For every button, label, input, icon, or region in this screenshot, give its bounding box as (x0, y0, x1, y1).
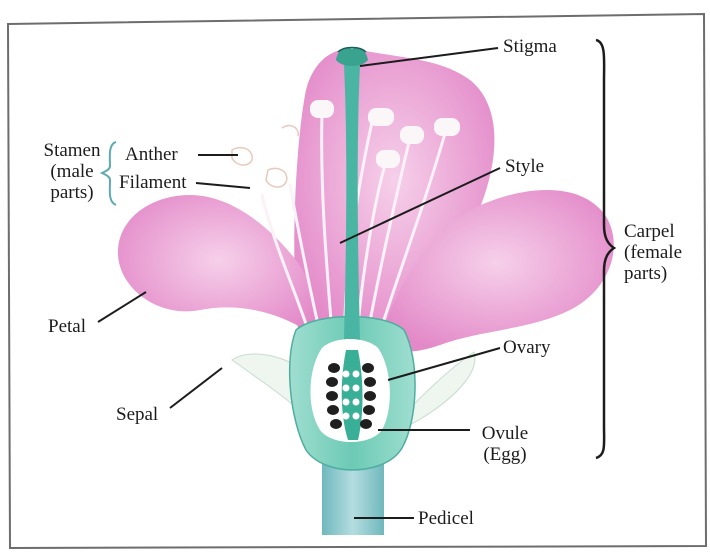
label-stamen-line1: Stamen (36, 140, 108, 161)
label-ovule-line2: (Egg) (470, 444, 540, 465)
label-ovary: Ovary (503, 337, 550, 358)
leader-sepal (170, 368, 222, 408)
label-carpel: Carpel (female parts) (624, 221, 682, 284)
label-petal: Petal (48, 316, 86, 337)
label-ovule-line1: Ovule (470, 423, 540, 444)
label-stamen-line3: parts) (36, 182, 108, 203)
label-carpel-line2: (female (624, 242, 682, 263)
label-sepal: Sepal (116, 404, 158, 425)
label-stamen: Stamen (male parts) (36, 140, 108, 203)
leader-filament (196, 183, 250, 188)
label-carpel-line1: Carpel (624, 221, 682, 242)
petal-left (118, 195, 320, 340)
label-carpel-line3: parts) (624, 263, 682, 284)
anthers-outline (232, 126, 298, 188)
style (344, 65, 360, 340)
label-ovule: Ovule (Egg) (470, 423, 540, 465)
label-stamen-line2: (male (36, 161, 108, 182)
leader-petal (98, 292, 146, 322)
label-style: Style (505, 156, 544, 177)
label-anther: Anther (125, 144, 178, 165)
label-pedicel: Pedicel (418, 508, 474, 529)
label-stigma: Stigma (503, 36, 557, 57)
label-filament: Filament (119, 172, 187, 193)
placenta (342, 350, 363, 440)
